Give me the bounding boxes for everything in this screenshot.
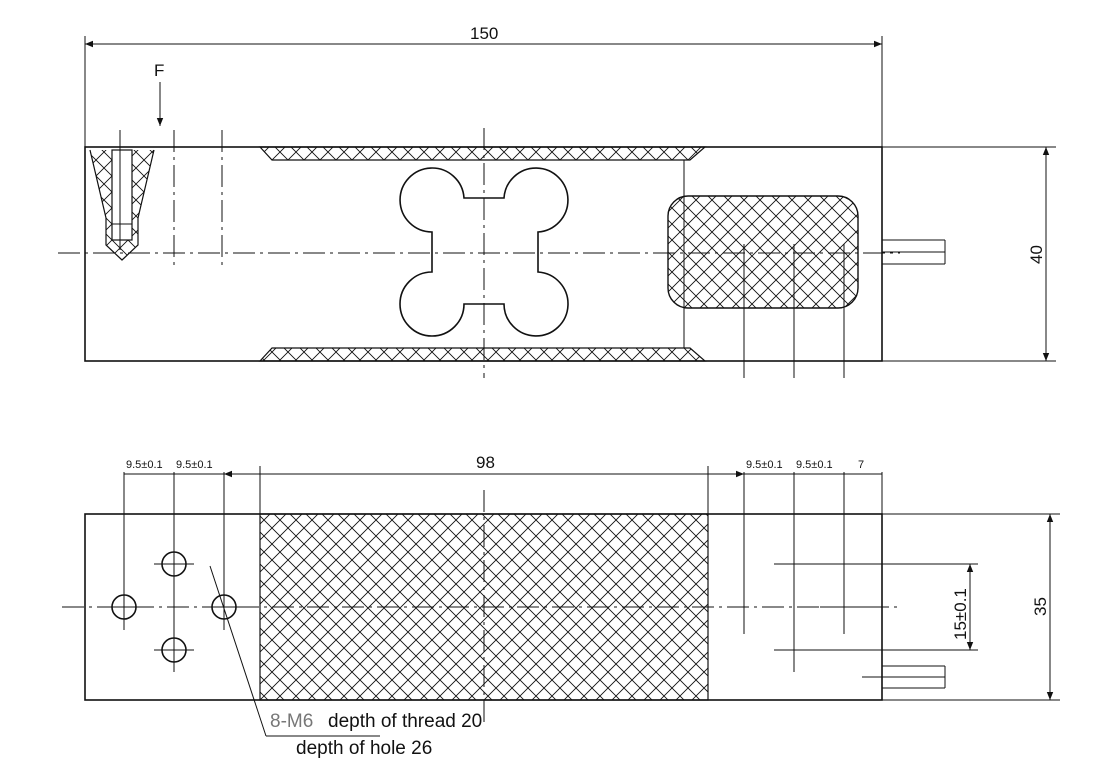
hole-depth-label: depth of hole 26 xyxy=(296,738,432,759)
note-leader xyxy=(209,565,267,737)
thread-spec-label: 8-M6 xyxy=(270,711,313,732)
cable xyxy=(882,239,946,265)
binocular-bore xyxy=(399,167,569,337)
width-label: 35 xyxy=(1031,597,1050,616)
pitch-label-4: 9.5±0.1 xyxy=(796,459,833,471)
pitch-label-3: 9.5±0.1 xyxy=(746,459,783,471)
bottom-gauge-cover xyxy=(258,347,707,362)
height-label: 40 xyxy=(1027,245,1046,264)
cable-potting xyxy=(667,195,859,309)
top-cable xyxy=(862,665,946,689)
top-view: 98 9.5±0.1 9.5±0.1 9.5±0.1 9.5±0.1 7 35 … xyxy=(62,453,1060,759)
edge-offset-label: 7 xyxy=(858,459,864,471)
top-gauge-cover xyxy=(258,146,707,161)
pitch-label-1: 9.5±0.1 xyxy=(126,459,163,471)
thread-depth-label: depth of thread 20 xyxy=(328,711,482,732)
front-view: F 150 40 xyxy=(58,24,1056,378)
pitch-label-2: 9.5±0.1 xyxy=(176,459,213,471)
mounting-holes-right xyxy=(743,472,883,672)
force-label: F xyxy=(154,61,164,80)
overall-length-label: 150 xyxy=(470,24,498,43)
inner-length-label: 98 xyxy=(476,453,495,472)
mounting-holes-left xyxy=(104,472,244,672)
threaded-hole-section xyxy=(89,130,155,261)
hole-spacing-label: 15±0.1 xyxy=(951,588,970,640)
